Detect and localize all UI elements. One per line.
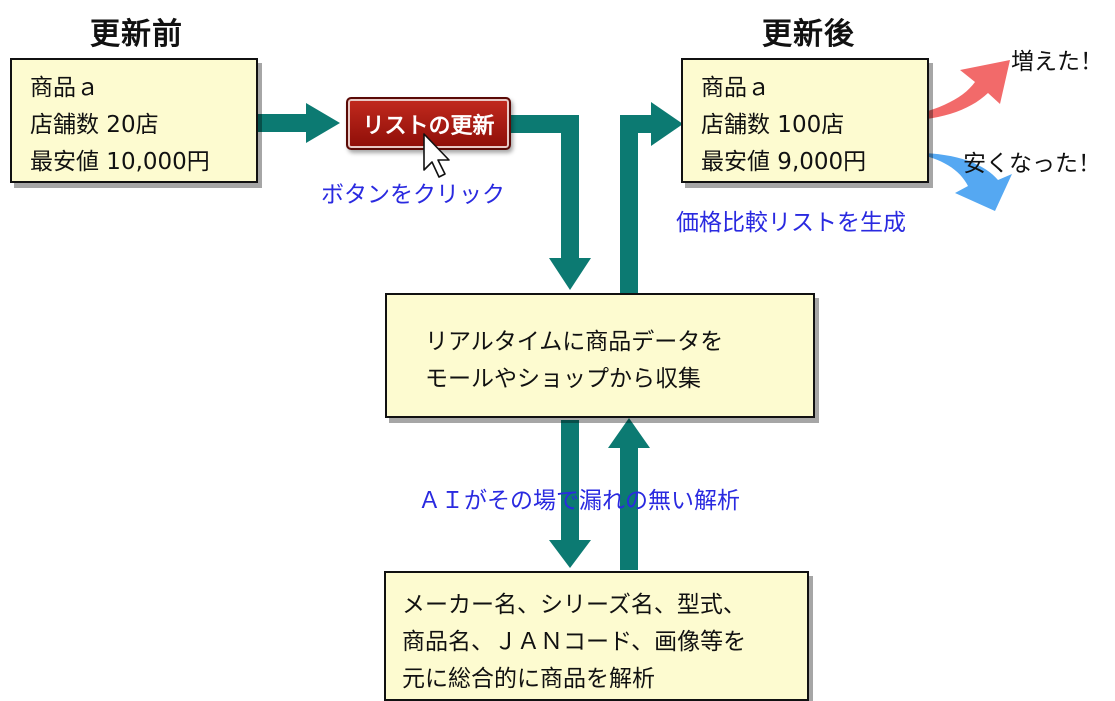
increased-label: 増えた！	[1011, 49, 1103, 75]
collect-data-box: リアルタイムに商品データを モールやショップから収集	[385, 293, 815, 418]
analyze-line-1: メーカー名、シリーズ名、型式、	[402, 592, 746, 618]
after-lowest-price: 最安値 9,000円	[701, 149, 867, 175]
after-store-count: 店舗数 100店	[701, 112, 845, 138]
cheaper-label: 安くなった！	[963, 151, 1101, 177]
click-button-label: ボタンをクリック	[321, 182, 505, 208]
up-curved-arrow-icon	[888, 60, 1010, 122]
arrow-before-to-button	[258, 103, 340, 143]
analyze-line-2: 商品名、ＪＡＮコード、画像等を	[402, 629, 747, 655]
after-heading: 更新後	[762, 17, 855, 52]
before-product-name: 商品ａ	[30, 75, 99, 101]
ai-analysis-label: ＡＩがその場で漏れの無い解析	[418, 488, 740, 514]
arrow-collect-to-analyze	[549, 420, 591, 568]
before-heading: 更新前	[90, 17, 183, 52]
before-lowest-price: 最安値 10,000円	[30, 149, 210, 175]
generate-list-label: 価格比較リストを生成	[676, 210, 906, 236]
before-store-count: 店舗数 20店	[30, 112, 159, 138]
update-list-button[interactable]: リストの更新	[346, 97, 511, 150]
collect-line-1: リアルタイムに商品データを	[425, 329, 724, 355]
collect-line-2: モールやショップから収集	[425, 366, 701, 392]
after-product-name: 商品ａ	[701, 75, 770, 101]
analyze-line-3: 元に総合的に商品を解析	[402, 666, 655, 692]
after-product-box: 商品ａ 店舗数 100店 最安値 9,000円	[681, 58, 929, 183]
analyze-product-box: メーカー名、シリーズ名、型式、 商品名、ＪＡＮコード、画像等を 元に総合的に商品…	[384, 571, 809, 701]
arrow-collect-to-after	[620, 102, 683, 295]
arrow-analyze-to-collect	[608, 418, 650, 570]
arrow-button-to-collect	[511, 115, 591, 290]
before-product-box: 商品ａ 店舗数 20店 最安値 10,000円	[10, 58, 258, 183]
down-curved-arrow-icon	[912, 152, 1012, 211]
